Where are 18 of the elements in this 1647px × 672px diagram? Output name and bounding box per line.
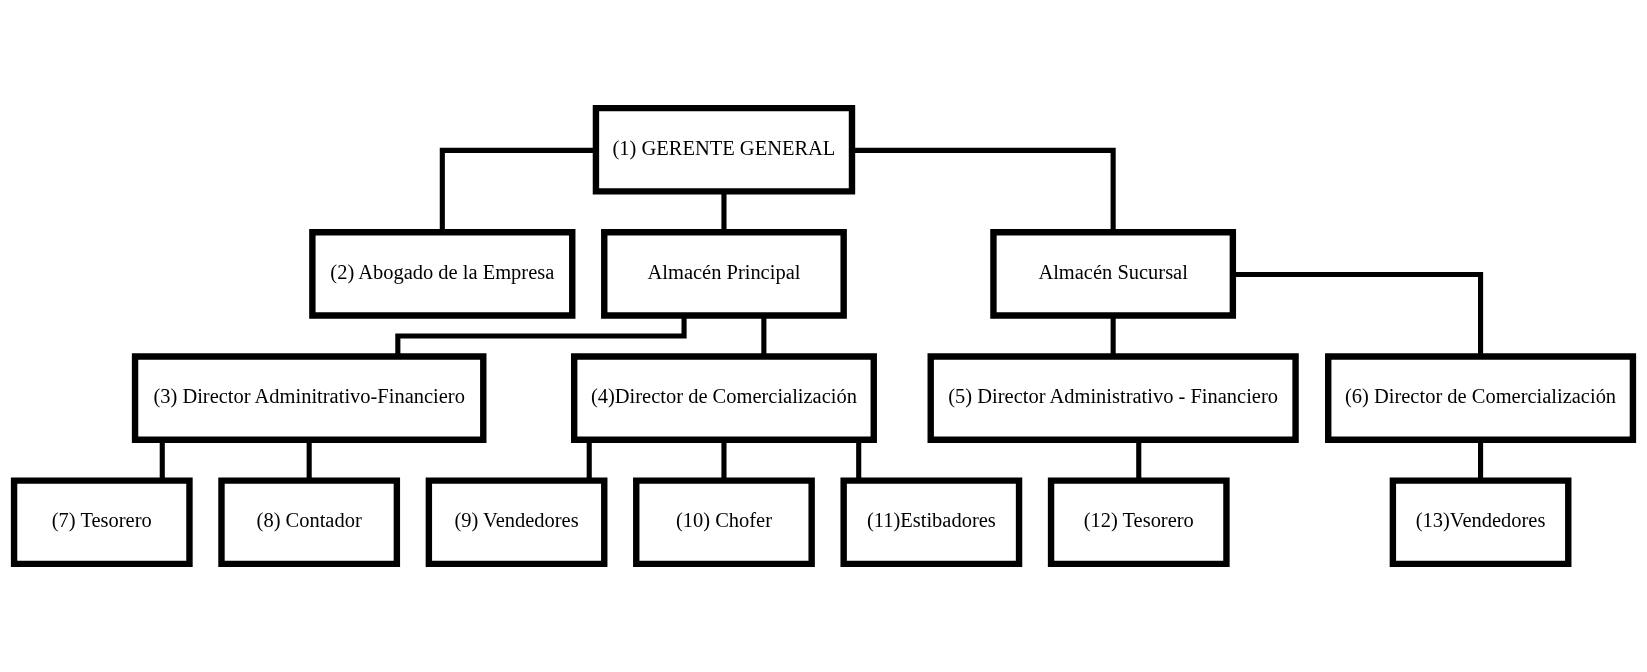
node-box: (2) Abogado de la Empresa: [309, 229, 576, 319]
node-box: (4)Director de Comercialización: [570, 353, 877, 443]
connector: [761, 315, 767, 357]
node-box: Almacén Sucursal: [990, 229, 1237, 319]
node-box: (9) Vendedores: [425, 477, 608, 568]
connector: [395, 315, 687, 357]
node-box: (8) Contador: [218, 477, 401, 568]
node-box: (1) GERENTE GENERAL: [592, 104, 856, 195]
connector: [1110, 315, 1116, 357]
node-box: (3) Director Adminitrativo-Financiero: [131, 353, 487, 443]
node-box: (12) Tesorero: [1047, 477, 1230, 568]
node-box: Almacén Principal: [601, 229, 847, 319]
node-box: (11)Estibadores: [840, 477, 1023, 568]
node-box: (13)Vendedores: [1389, 477, 1572, 568]
node-box: (10) Chofer: [633, 477, 815, 568]
node-box: (7) Tesorero: [10, 477, 193, 568]
node-box: (5) Director Administrativo - Financiero: [927, 353, 1299, 443]
node-box: (6) Director de Comercialización: [1325, 353, 1637, 443]
